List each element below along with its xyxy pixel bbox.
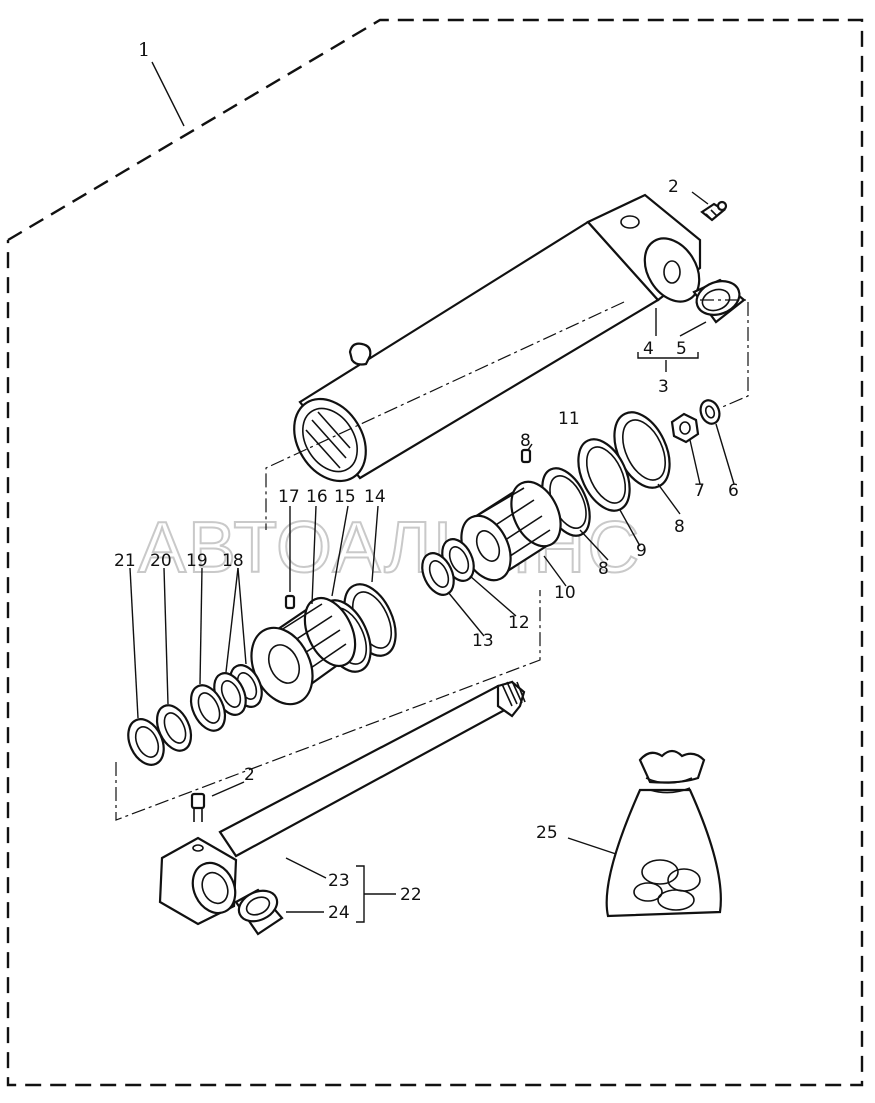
label-part-13: 13 [472, 631, 494, 651]
assembly-boundary [6, 18, 864, 1087]
seal-ring-9 [577, 438, 631, 512]
label-part-25: 25 [536, 823, 558, 843]
washer-6 [699, 399, 721, 425]
rod-guide-16 [250, 596, 357, 706]
label-part-19: 19 [186, 551, 208, 571]
barrel-bushing [692, 278, 746, 324]
label-part-7: 7 [694, 481, 705, 501]
nut-7 [670, 412, 700, 444]
label-part-6: 6 [728, 481, 739, 501]
label-part-24: 24 [328, 903, 350, 923]
label-part-5: 5 [676, 339, 687, 359]
label-part-9: 9 [636, 541, 647, 561]
set-screw-11 [520, 448, 532, 464]
piston-rod [158, 680, 526, 926]
label-part-11: 11 [558, 409, 580, 429]
label-part-18: 18 [222, 551, 244, 571]
grease-fitting-top [700, 200, 728, 222]
label-part-3: 3 [658, 377, 669, 397]
label-part-16: 16 [306, 487, 328, 507]
grease-fitting-bottom [190, 792, 206, 822]
label-part-15: 15 [334, 487, 356, 507]
wear-ring-8 [613, 411, 671, 489]
ring-20 [155, 704, 193, 752]
label-part-12: 12 [508, 613, 530, 633]
label-part-1: 1 [138, 39, 150, 61]
label-part-14: 14 [364, 487, 386, 507]
label-part-2-top: 2 [668, 177, 679, 197]
set-screw-17 [284, 594, 296, 610]
wiper-21 [127, 718, 165, 766]
leader-lines [129, 61, 735, 923]
label-part-8c: 8 [598, 559, 609, 579]
label-part-22: 22 [400, 885, 422, 905]
rod-bushing-24 [234, 888, 284, 936]
label-part-23: 23 [328, 871, 350, 891]
ring-13 [421, 552, 455, 596]
label-part-17: 17 [278, 487, 300, 507]
label-part-2-bottom: 2 [244, 765, 255, 785]
cylinder-barrel [293, 193, 702, 483]
label-part-8a: 8 [520, 431, 531, 451]
label-part-20: 20 [150, 551, 172, 571]
seal-kit-bag [605, 749, 722, 918]
label-part-4: 4 [643, 339, 654, 359]
label-part-21: 21 [114, 551, 136, 571]
label-part-10: 10 [554, 583, 576, 603]
label-part-8b: 8 [674, 517, 685, 537]
ring-19 [189, 684, 227, 732]
